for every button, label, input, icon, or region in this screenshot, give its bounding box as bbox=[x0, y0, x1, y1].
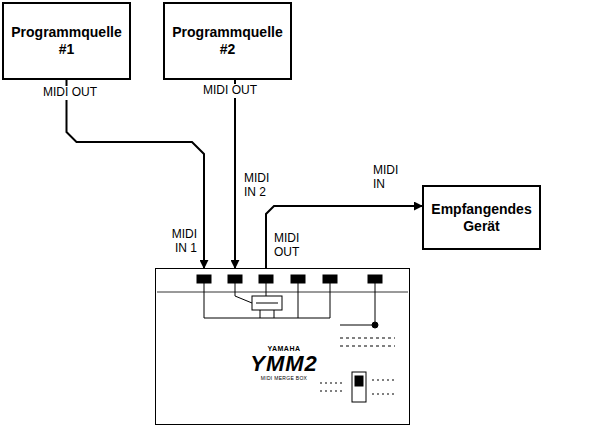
device-details bbox=[157, 275, 408, 402]
device-name: Empfangendes Gerät bbox=[424, 201, 539, 235]
midi-cable bbox=[266, 206, 422, 268]
brand-text: YAMAHA bbox=[267, 345, 300, 353]
signal-name: MIDI OUT bbox=[34, 86, 106, 100]
signal-name: MIDI IN 1 bbox=[160, 228, 198, 256]
brand-text: MIDI MERGE BOX bbox=[261, 375, 307, 381]
device-name: Programmquelle #2 bbox=[165, 24, 290, 58]
signal-name: MIDI OUT bbox=[273, 232, 311, 260]
device-name: Programmquelle #1 bbox=[4, 24, 129, 58]
brand-plate: YAMAHAYMM2MIDI MERGE BOX bbox=[234, 345, 334, 381]
brand-text: YMM2 bbox=[250, 353, 318, 375]
signal-name: MIDI IN 2 bbox=[243, 172, 281, 200]
midi-cable bbox=[234, 80, 236, 268]
device-box: Programmquelle #2 bbox=[163, 2, 292, 80]
midi-cable bbox=[67, 80, 205, 268]
merge-box-housing: YAMAHAYMM2MIDI MERGE BOX bbox=[155, 268, 410, 425]
device-box: Empfangendes Gerät bbox=[422, 185, 541, 250]
device-box: Programmquelle #1 bbox=[2, 2, 131, 80]
signal-name: MIDI IN bbox=[372, 164, 410, 192]
signal-name: MIDI OUT bbox=[196, 84, 264, 98]
